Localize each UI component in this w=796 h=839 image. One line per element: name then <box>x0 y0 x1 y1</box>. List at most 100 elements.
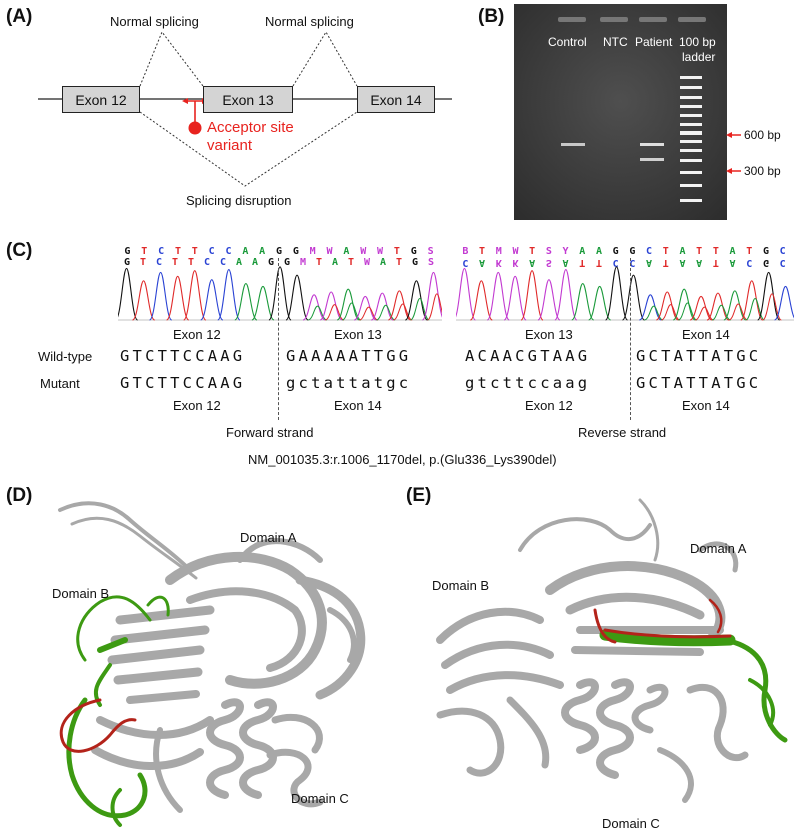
base-call: A <box>679 246 686 257</box>
well-ntc <box>600 17 628 22</box>
base-call: B <box>462 246 469 257</box>
base-call: T <box>140 257 147 268</box>
base-call: T <box>396 257 403 268</box>
base-call: T <box>348 257 355 268</box>
base-call: T <box>529 246 536 257</box>
base-call: C <box>158 246 165 257</box>
marker-600bp: 600 bp <box>744 128 781 142</box>
chromatogram-peak <box>251 285 275 321</box>
base-call: W <box>326 246 333 257</box>
base-call: T <box>662 246 669 257</box>
chromatogram-secondary-peak <box>410 297 430 321</box>
base-call: A <box>380 257 387 268</box>
chromatogram-peak <box>421 271 442 321</box>
e-domain-c-label: Domain C <box>602 816 660 831</box>
base-call: T <box>393 246 400 257</box>
chromatogram-peak <box>319 291 343 321</box>
mut-seq-left-b: gctattatgc <box>286 374 412 392</box>
panel-label-d: (D) <box>6 485 33 506</box>
chromatogram-peak <box>217 269 241 321</box>
base-call: G <box>276 246 283 257</box>
base-call: S <box>427 246 434 257</box>
splicing-disruption-label: Splicing disruption <box>186 193 292 208</box>
chromatogram-right <box>456 266 794 321</box>
chromatogram-peak <box>774 285 794 321</box>
mut-seq-left-a: GTCTTCCAAG <box>120 374 246 392</box>
base-call: A <box>259 246 266 257</box>
panel-label-e: (E) <box>406 485 432 506</box>
chromatogram-secondary-peak <box>342 302 362 321</box>
chromatogram-peak <box>706 292 730 321</box>
marker-arrows <box>726 132 741 174</box>
acceptor-site-label-line1: Acceptor site <box>207 119 294 136</box>
acceptor-variant-dot <box>188 121 202 135</box>
d-domain-c-label: Domain C <box>291 791 349 806</box>
chromatogram-secondary-peak <box>762 293 782 321</box>
chromatogram-peak <box>285 274 309 321</box>
normal-splicing-right-label: Normal splicing <box>265 14 354 29</box>
protein-structure-e <box>436 498 788 803</box>
base-call: G <box>629 246 636 257</box>
lane-label-ladder-line2: ladder <box>682 50 716 64</box>
base-call: C <box>220 257 227 268</box>
chromatogram-secondary-peak <box>393 303 413 321</box>
chromatogram-secondary-peak <box>745 297 765 321</box>
lane-label-ntc: NTC <box>603 35 628 49</box>
boundary-left <box>278 258 279 420</box>
base-call: C <box>225 246 232 257</box>
base-call: T <box>316 257 323 268</box>
normal-splicing-right-arc <box>292 31 358 87</box>
lane-label-patient: Patient <box>635 35 673 49</box>
chromatogram-peak <box>723 290 747 321</box>
base-call: G <box>124 257 131 268</box>
base-call: G <box>612 246 619 257</box>
splicing-disruption-arc <box>139 111 358 187</box>
chromatogram-peak <box>672 288 696 321</box>
forward-strand-label: Forward strand <box>226 425 314 440</box>
chromatogram-peak <box>503 275 527 321</box>
well-ladder <box>678 17 706 22</box>
base-call: Y <box>562 246 569 257</box>
panel-label-b: (B) <box>478 6 505 27</box>
base-call: A <box>579 246 586 257</box>
chromatogram-left <box>118 266 442 321</box>
wt-seq-left-b: GAAAAATTGG <box>286 347 412 365</box>
chromatogram-peak <box>757 271 781 321</box>
band-patient-lower <box>640 158 664 161</box>
right-exon-label-bot-b: Exon 14 <box>682 398 730 413</box>
mutant-label: Mutant <box>40 376 80 391</box>
mut-seq-right-b: GCTATTATGC <box>636 374 762 392</box>
base-call: C <box>646 246 653 257</box>
wt-seq-right-b: GCTATTATGC <box>636 347 762 365</box>
base-call: G <box>284 257 291 268</box>
chromatogram-peak <box>370 292 394 321</box>
base-call: T <box>712 246 719 257</box>
base-call: T <box>479 246 486 257</box>
chromatogram-peak <box>149 271 173 321</box>
gel-image <box>514 4 727 220</box>
chromatogram-peak <box>486 271 510 321</box>
base-call: W <box>512 246 519 257</box>
base-call: A <box>236 257 243 268</box>
base-call: T <box>174 246 181 257</box>
chromatogram-peak <box>689 295 713 321</box>
base-call: A <box>729 246 736 257</box>
wt-seq-right-a: ACAACGTAAG <box>465 347 591 365</box>
chromatogram-peak <box>537 279 561 321</box>
chromatogram-peak <box>469 280 493 321</box>
base-call: A <box>343 246 350 257</box>
base-call: G <box>762 246 769 257</box>
base-call: T <box>191 246 198 257</box>
base-call: A <box>595 246 602 257</box>
left-exon-label-bot-b: Exon 14 <box>334 398 382 413</box>
chromatogram-secondary-peak <box>728 303 748 321</box>
d-domain-a-label: Domain A <box>240 530 297 545</box>
chromatogram-peak <box>571 283 595 321</box>
lane-label-control: Control <box>548 35 587 49</box>
d-domain-b-label: Domain B <box>52 586 110 601</box>
band-control <box>561 143 585 146</box>
e-domain-a-label: Domain A <box>690 541 747 556</box>
